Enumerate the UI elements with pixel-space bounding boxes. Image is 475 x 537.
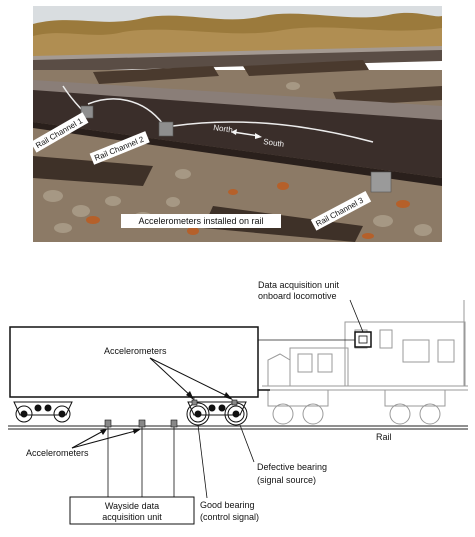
wayside-accelerometer-2: [138, 419, 146, 428]
left-truck: [13, 401, 73, 423]
south-label: South: [263, 137, 285, 149]
north-label: North: [213, 123, 234, 135]
railcar-body: [9, 326, 259, 398]
wayside-accelerometer-3: [170, 419, 178, 428]
photo-caption: Accelerometers installed on rail: [138, 216, 263, 226]
wayside-accelerometer-1: [104, 419, 112, 428]
onboard-accelerometer-defective: [231, 399, 238, 406]
accelerometer-sensor-3: [370, 171, 392, 193]
rail-label: Rail: [376, 432, 392, 442]
near-rail-head: [33, 80, 442, 120]
onboard-daq-leader: [349, 299, 364, 333]
wayside-daq-label-line1: Wayside data: [105, 501, 159, 511]
right-truck: [187, 401, 247, 423]
accelerometers-top-arrows: [149, 357, 233, 400]
good-bearing-label-line1: Good bearing: [200, 500, 255, 510]
north-south-arrow: [231, 129, 262, 139]
wayside-wires: [107, 427, 175, 497]
accelerometers-left-arrows: [71, 429, 141, 449]
accelerometer-sensor-2: [158, 121, 174, 137]
tie: [243, 60, 369, 76]
accelerometers-top-label: Accelerometers: [104, 346, 167, 356]
photo-caption-box: [121, 214, 281, 228]
installation-photo: North South Rail Channel 1 Rail Channel …: [33, 6, 442, 242]
good-bearing-leader: [197, 424, 208, 499]
locomotive: [262, 300, 468, 425]
defective-bearing-label-line1: Defective bearing: [257, 462, 327, 472]
system-diagram: Rail Data acquisition unit onboard locom…: [8, 280, 468, 525]
good-bearing-label-line2: (control signal): [200, 512, 259, 522]
sensor-cable: [87, 98, 164, 125]
onboard-daq-label-line2: onboard locomotive: [258, 291, 337, 301]
tie: [33, 156, 153, 186]
accelerometers-left-label: Accelerometers: [26, 448, 89, 458]
tie: [93, 66, 219, 84]
far-rail-top: [33, 46, 442, 60]
wayside-daq-box: [69, 496, 195, 525]
wayside-daq-label-line2: acquisition unit: [102, 512, 162, 522]
sensor-cable: [172, 121, 374, 143]
onboard-daq-inner: [358, 335, 368, 344]
defective-bearing-label-line2: (signal source): [257, 475, 316, 485]
far-rail: [33, 48, 442, 72]
onboard-daq-box: [354, 331, 372, 348]
onboard-accelerometer-good: [191, 399, 198, 406]
defective-bearing-leader: [239, 424, 255, 463]
onboard-daq-label-line1: Data acquisition unit: [258, 280, 340, 290]
